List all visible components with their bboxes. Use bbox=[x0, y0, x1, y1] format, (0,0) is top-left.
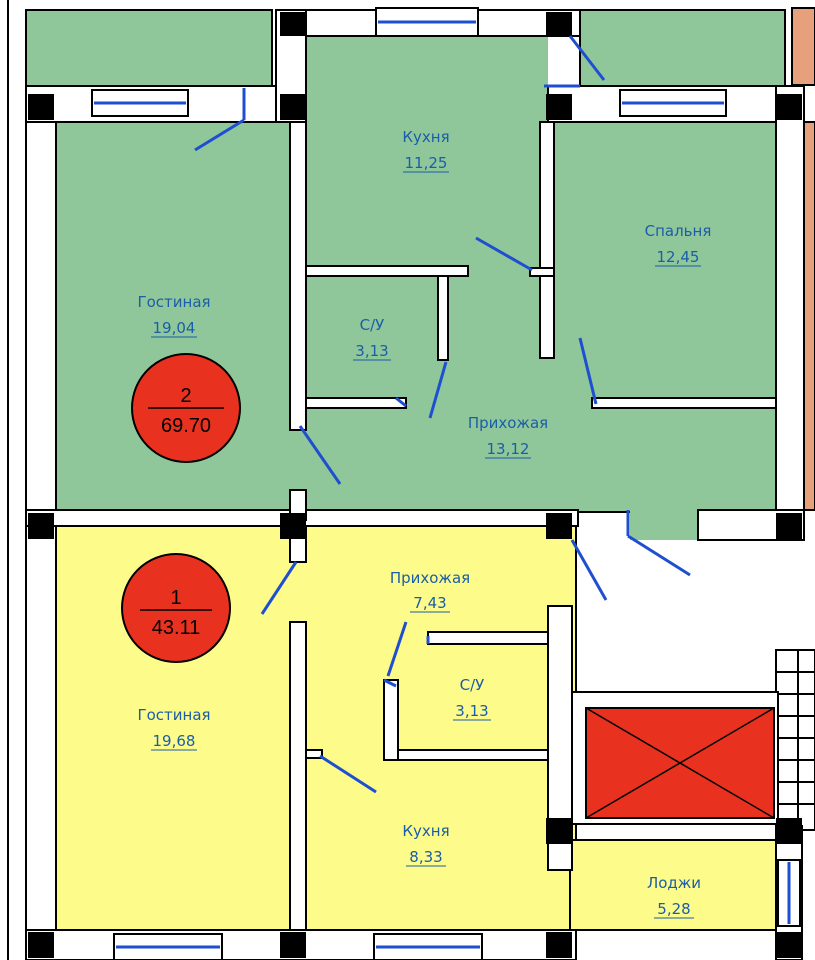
apartment-badge-1: 1 43.11 bbox=[121, 553, 231, 663]
room-name: Кухня bbox=[402, 822, 449, 840]
room-name: Прихожая bbox=[468, 414, 548, 432]
balcony-right bbox=[579, 9, 786, 87]
room-name: Прихожая bbox=[390, 569, 470, 587]
room-name: Лоджи bbox=[647, 874, 701, 892]
room-area: 3,13 bbox=[355, 342, 388, 360]
windows bbox=[91, 7, 801, 960]
room-label-hall-1: Прихожая 7,43 bbox=[390, 569, 470, 613]
apartment-number: 1 bbox=[170, 587, 181, 609]
room-area: 11,25 bbox=[405, 154, 448, 172]
room-area: 8,33 bbox=[409, 848, 442, 866]
room-area: 12,45 bbox=[657, 248, 700, 266]
stair-steps bbox=[776, 650, 815, 830]
room-label-kitchen-1: Кухня 8,33 bbox=[402, 822, 450, 867]
apartment-badge-2: 2 69.70 bbox=[131, 353, 241, 463]
room-label-living-1: Гостиная 19,68 bbox=[137, 706, 211, 751]
apartment-area: 69.70 bbox=[161, 415, 211, 437]
room-area: 5,28 bbox=[657, 900, 690, 918]
balcony-left bbox=[25, 9, 273, 87]
kitchen-area-fill bbox=[306, 36, 548, 126]
room-name: Спальня bbox=[645, 222, 712, 240]
pillars bbox=[28, 12, 802, 958]
room-name: С/У bbox=[360, 316, 385, 334]
room-name: С/У bbox=[460, 676, 485, 694]
room-area: 19,04 bbox=[153, 319, 196, 337]
room-area: 13,12 bbox=[487, 440, 530, 458]
room-name: Кухня bbox=[402, 128, 449, 146]
room-label-hall-2: Прихожая 13,12 bbox=[468, 414, 548, 459]
room-label-bedroom: Спальня 12,45 bbox=[645, 222, 712, 267]
apartment-area: 43.11 bbox=[152, 617, 201, 639]
neighbor-area bbox=[803, 121, 815, 511]
room-name: Гостиная bbox=[137, 293, 210, 311]
loggia bbox=[569, 839, 777, 931]
apartment-number: 2 bbox=[180, 385, 191, 407]
room-area: 19,68 bbox=[153, 732, 196, 750]
room-label-living-2: Гостиная 19,04 bbox=[137, 293, 211, 338]
room-label-bathroom-2: С/У 3,13 bbox=[353, 316, 391, 361]
room-label-bathroom-1: С/У 3,13 bbox=[453, 676, 491, 721]
room-name: Гостиная bbox=[137, 706, 210, 724]
interior-walls bbox=[289, 121, 777, 931]
room-label-loggia: Лоджи 5,28 bbox=[647, 874, 701, 919]
doors bbox=[194, 35, 691, 794]
room-area: 3,13 bbox=[455, 702, 488, 720]
neighbor-area bbox=[791, 7, 815, 86]
room-area: 7,43 bbox=[413, 594, 446, 612]
room-label-kitchen-2: Кухня 11,25 bbox=[402, 128, 450, 173]
hall-extension bbox=[630, 508, 698, 540]
